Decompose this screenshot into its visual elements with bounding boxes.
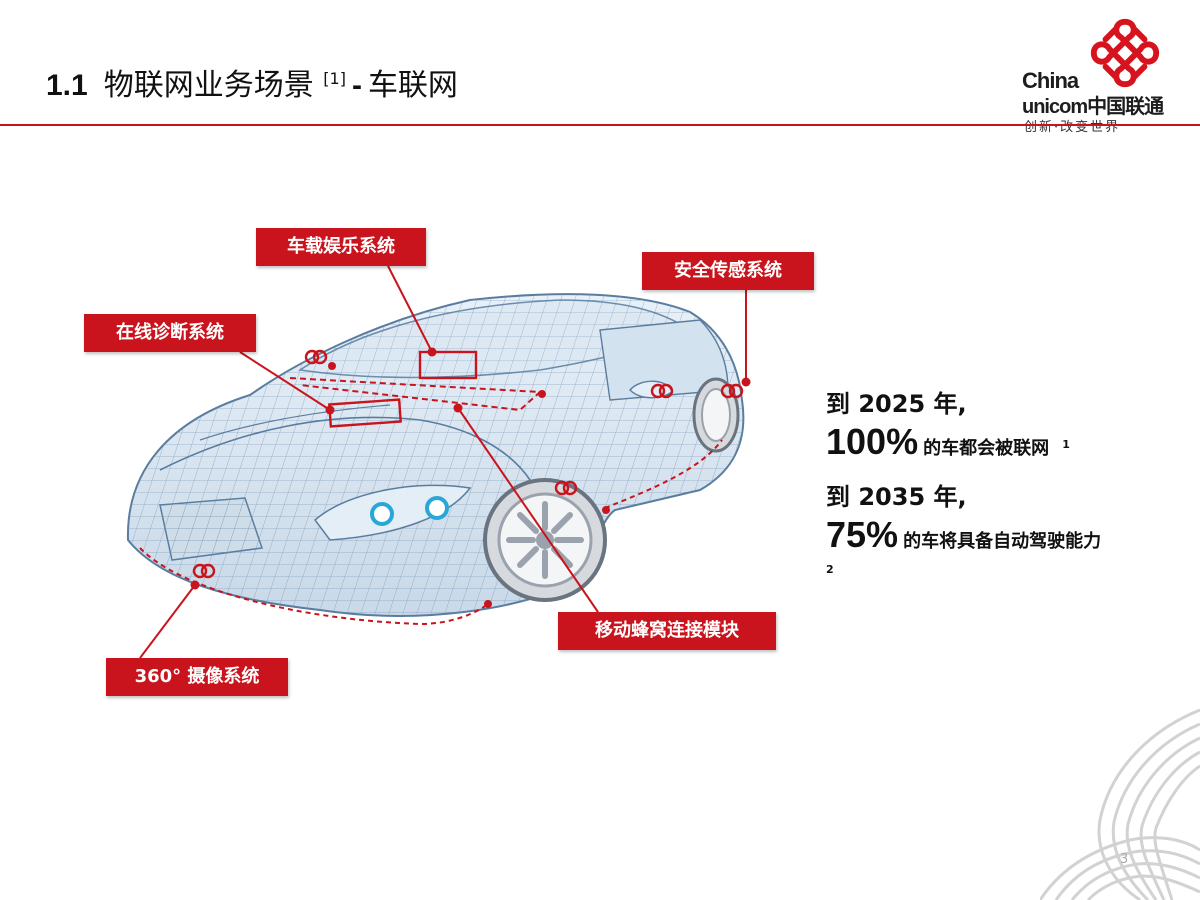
stat-2035-year: 到 2035 年,: [826, 483, 967, 511]
stat-2025-year: 到 2025 年,: [826, 390, 967, 418]
stat-2025: 到 2025 年, 100% 的车都会被联网 1: [826, 388, 1186, 471]
page-number: 3: [1120, 852, 1129, 867]
china-unicom-logo: China unicom中国联通 创新·改变世界: [1010, 14, 1200, 135]
label-online-diagnostics-system: 在线诊断系统: [84, 314, 256, 352]
stat-2035-value-line: 75% 的车将具备自动驾驶能力: [826, 513, 1186, 564]
section-number: 1.1: [46, 69, 88, 102]
system-callouts: [139, 265, 751, 659]
logo-slogan: 创新·改变世界: [1020, 116, 1125, 135]
stat-2035-text: 的车将具备自动驾驶能力: [903, 531, 1102, 552]
statistics-panel: 到 2025 年, 100% 的车都会被联网 1 到 2035 年, 75% 的…: [826, 388, 1186, 576]
title-sub: 车联网: [367, 68, 458, 103]
label-safety-sensor-system: 安全传感系统: [642, 252, 814, 290]
title-reference: [1]: [323, 69, 346, 88]
label-infotainment-system: 车载娱乐系统: [256, 228, 426, 266]
title-main: 物联网业务场景: [103, 68, 314, 103]
stat-2035-percent: 75%: [826, 514, 899, 555]
logo-china-text: China: [1022, 68, 1079, 93]
label-360-camera-system: 360° 摄像系统: [106, 658, 288, 696]
logo-unicom-text: unicom中国联通: [1022, 96, 1164, 118]
label-cellular-connectivity-module: 移动蜂窝连接模块: [558, 612, 776, 650]
decorative-knot-pattern-icon: [1040, 708, 1200, 900]
stat-2025-footnote: 1: [1062, 437, 1070, 451]
stat-2025-percent: 100%: [826, 421, 919, 462]
unicom-knot-icon: [1090, 18, 1160, 88]
stat-2035: 到 2035 年, 75% 的车将具备自动驾驶能力 2: [826, 481, 1186, 576]
page-title: 1.1 物联网业务场景 [1]-车联网: [46, 60, 458, 104]
stat-2025-text: 的车都会被联网: [923, 438, 1050, 459]
stat-2025-value-line: 100% 的车都会被联网 1: [826, 420, 1186, 471]
stat-2035-footnote: 2: [826, 563, 834, 576]
title-dash: -: [351, 69, 362, 102]
car-body: [126, 293, 745, 617]
header-divider: [0, 124, 1200, 126]
